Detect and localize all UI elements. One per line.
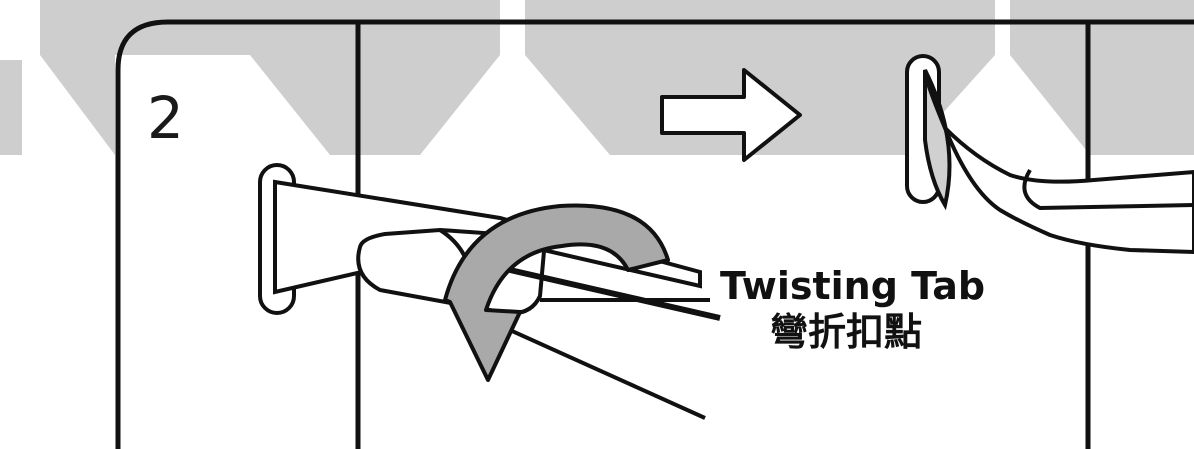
callout-label-zh: 彎折扣點 [770, 310, 922, 354]
callout-label-en: Twisting Tab [720, 264, 985, 308]
bent-tab [923, 69, 952, 211]
hand-right [923, 69, 1194, 255]
step-number: 2 [147, 84, 184, 152]
curved-arrow-down-icon [443, 203, 670, 382]
watermark-overlay [0, 0, 1194, 155]
right-arrow-icon [660, 68, 802, 162]
